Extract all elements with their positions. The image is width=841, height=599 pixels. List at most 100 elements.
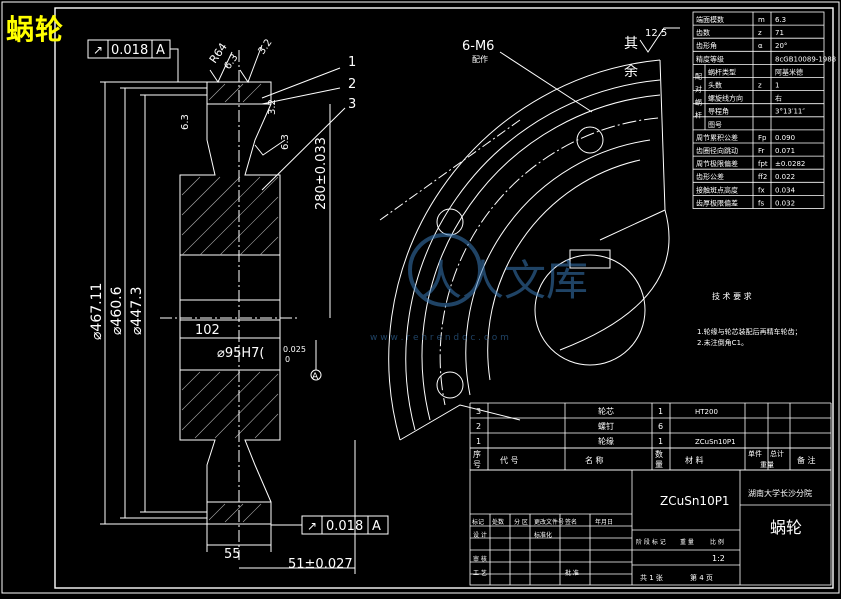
param-name: 齿形公差 xyxy=(696,172,724,181)
param-value: 0.032 xyxy=(775,199,795,207)
roughness-3 xyxy=(254,139,286,156)
leader-2 xyxy=(261,87,341,105)
tb-label: 处数 xyxy=(492,518,504,526)
tb-label: 审 核 xyxy=(473,555,487,563)
param-symbol: fpt xyxy=(758,160,768,168)
titleblock-frame xyxy=(469,469,832,586)
param-symbol: m xyxy=(758,16,765,24)
param-name: 接触斑点高度 xyxy=(696,185,738,194)
callout-1: 1 xyxy=(348,55,356,70)
param-value: 阿基米德 xyxy=(775,67,803,76)
tol-symbol: ↗ xyxy=(307,519,317,533)
roughness-val-4: 6.3 xyxy=(280,134,291,150)
tech-requirements: 技 术 要 求 1.轮缘与轮芯装配后再精车轮齿； 2.未注倒角C1。 xyxy=(697,291,802,347)
dim-bore: ⌀95H7( xyxy=(217,346,265,361)
roughness-2 xyxy=(239,44,263,84)
tb-material: ZCuSn10P1 xyxy=(660,494,730,508)
tol-datum: A xyxy=(156,43,165,58)
tb-label: 阶 段 标 记 xyxy=(636,538,666,546)
bom-header: 重量 xyxy=(760,461,774,469)
bom-name: 轮芯 xyxy=(598,406,614,416)
tb-label: 签名 xyxy=(565,518,577,526)
roughness-rest-label: 余 xyxy=(624,63,638,80)
param-side-label: 杆 xyxy=(695,110,702,119)
bom-header: 名 称 xyxy=(585,455,604,465)
callout-2: 2 xyxy=(348,77,356,92)
param-symbol: Fr xyxy=(758,147,765,155)
tb-label: 分 区 xyxy=(514,518,528,526)
outer-arc xyxy=(388,59,661,441)
tb-label: 更改文件号 xyxy=(534,518,564,526)
param-value: ±0.0282 xyxy=(775,160,805,168)
param-value: 0.022 xyxy=(775,173,795,181)
roughness-val-1: 6.3 xyxy=(222,52,240,71)
tb-scale: 1:2 xyxy=(712,554,725,563)
param-name: 齿形角 xyxy=(696,41,717,50)
arc-2 xyxy=(405,79,661,431)
tb-label: 年月日 xyxy=(595,518,613,526)
section-view xyxy=(87,39,389,574)
roughness-val-2: 6.3 xyxy=(180,114,191,130)
param-value: 20° xyxy=(775,42,787,50)
bom-qty: 1 xyxy=(658,407,663,416)
bom-name: 螺钉 xyxy=(598,421,614,431)
bom-no: 1 xyxy=(476,437,481,446)
leader-3 xyxy=(261,107,346,191)
param-value: 71 xyxy=(775,29,784,37)
tb-sheets: 共 1 张 xyxy=(640,573,663,582)
dimension-labels: ⌀467.11⌀460.6⌀447.3280±0.033102⌀95H7(0.0… xyxy=(89,28,667,572)
inner-border xyxy=(54,7,834,589)
tol-value: 0.018 xyxy=(111,43,148,58)
holes-label: 6-M6 xyxy=(462,39,494,54)
bom-no: 3 xyxy=(476,407,481,416)
param-name: 端面模数 xyxy=(696,15,724,24)
watermark-text: 人人文库 xyxy=(420,256,588,305)
bom-header: 总计 xyxy=(770,449,784,458)
bom-header: 代 号 xyxy=(500,455,519,465)
hub-edge xyxy=(559,209,670,351)
dim-center: 280±0.033 xyxy=(314,137,329,210)
param-symbol: fx xyxy=(758,186,765,194)
param-name: 齿厚极限偏差 xyxy=(696,198,738,207)
param-value: 6.3 xyxy=(775,16,786,24)
dim-rim-width: 55 xyxy=(224,547,241,562)
tb-label: 比 例 xyxy=(710,538,724,546)
tb-school: 湖南大学长沙分院 xyxy=(748,488,812,498)
hatch-rim xyxy=(208,83,262,523)
dim-bore-tol2: 0 xyxy=(285,355,290,364)
tech-heading: 技 术 要 求 xyxy=(712,291,752,301)
arc-5 xyxy=(487,159,641,381)
param-name: 齿圈径向跳动 xyxy=(696,146,738,155)
param-symbol: Fp xyxy=(758,134,767,142)
param-side-label: 蜗 xyxy=(695,97,702,106)
tech-line: 1.轮缘与轮芯装配后再精车轮齿； xyxy=(697,327,802,336)
param-name: 螺旋线方向 xyxy=(708,94,743,103)
param-value: 0.071 xyxy=(775,147,795,155)
param-value: 0.090 xyxy=(775,134,795,142)
tb-label: 标准化 xyxy=(534,531,552,539)
param-name: 周节极限偏差 xyxy=(696,159,738,168)
roughness-rest xyxy=(639,27,680,53)
roughness-rest-label: 其 xyxy=(624,36,638,52)
param-symbol: ff2 xyxy=(758,173,767,181)
front-view xyxy=(379,27,680,441)
tech-line: 2.未注倒角C1。 xyxy=(697,338,748,347)
watermark-url: w w w . r e n r e n d o c . c o m xyxy=(370,333,509,343)
dim-d3: ⌀447.3 xyxy=(129,286,145,335)
dim-offset: 51±0.027 xyxy=(288,557,353,572)
holes-leader xyxy=(499,51,593,113)
watermark: 人人文库 w w w . r e n r e n d o c . c o m xyxy=(370,233,588,343)
arc-3 xyxy=(421,94,661,421)
tol-datum: A xyxy=(372,519,381,534)
keyway xyxy=(569,249,611,269)
param-symbol: α xyxy=(758,42,763,50)
bom-header: 序 xyxy=(473,449,481,459)
roughness-val-5: 3.2 xyxy=(267,99,278,115)
drawing-title: 蜗轮 xyxy=(6,13,65,46)
bom-material: ZCuSn10P1 xyxy=(695,438,736,446)
param-symbol: z xyxy=(758,82,762,90)
